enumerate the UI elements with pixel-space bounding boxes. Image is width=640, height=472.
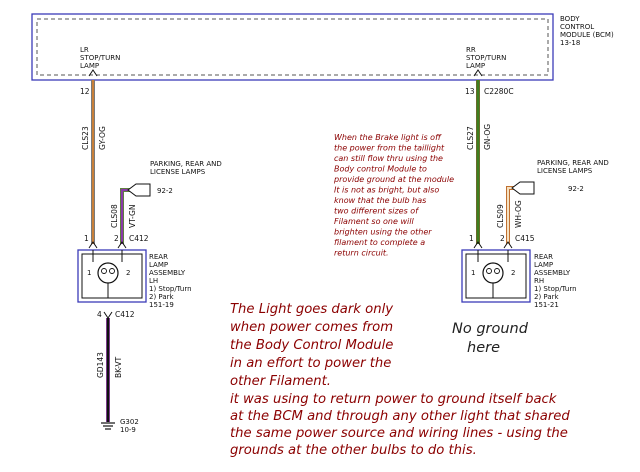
right-lamp-assembly-box [461,249,531,303]
right-wire-color: GN-OG [483,124,492,150]
left-bulb-pin-2: 2 [126,269,130,277]
bcm-module-box [31,13,554,81]
left-ground-circuit-code: GD143 [96,352,105,378]
right-park-feed-arrow [511,181,535,195]
right-connector-top: C2280C [484,87,514,96]
right-connector-pin-1: 1 [469,234,474,243]
left-bulb-filament-2 [109,268,115,274]
left-connector-pin-2: 2 [114,234,119,243]
right-bulb-pin-2: 2 [511,269,515,277]
right-connector-id: C415 [515,234,535,243]
left-connector-arrow-1 [88,241,98,249]
left-wire-color: GY-OG [98,126,107,150]
bcm-left-pin-arrow [88,69,98,77]
no-ground-note: No ground here [452,321,533,356]
right-connector-pin-2: 2 [500,234,505,243]
left-ground-connector: C412 [115,310,135,319]
left-bulb-icon [97,262,119,284]
bcm-module-inner-box [36,18,549,76]
bcm-left-output-label: LR STOP/TURN LAMP [80,46,123,70]
left-lamp-inner-box [81,253,143,299]
left-lamp-assembly-box [77,249,147,303]
left-bulb-pin-1: 1 [87,269,91,277]
left-park-feed-ref: 92-2 [157,187,173,195]
middle-note: When the Brake light is off the power fr… [333,133,457,258]
left-ground-point-label: G302 10-9 [120,418,141,434]
right-bulb-icon [482,262,504,284]
left-connector-arrow-2 [117,241,127,249]
ground-symbol-icon [101,422,115,430]
left-park-circuit-code: CLS08 [110,204,119,228]
right-bulb-pin-1: 1 [471,269,475,277]
right-bulb-filament-2 [494,268,500,274]
left-bulb-filament-1 [101,268,107,274]
left-park-feed-arrow [127,183,151,197]
left-pin-number: 12 [80,87,90,96]
left-park-feed-label: PARKING, REAR AND LICENSE LAMPS [150,160,224,176]
right-bulb-filament-1 [486,268,492,274]
left-connector-id: C412 [129,234,149,243]
right-lamp-inner-box [465,253,527,299]
right-park-feed-ref: 92-2 [568,185,584,193]
right-circuit-code: CLS27 [466,126,475,150]
right-park-circuit-code: CLS09 [496,204,505,228]
bcm-right-output-label: RR STOP/TURN LAMP [466,46,509,70]
right-park-feed-label: PARKING, REAR AND LICENSE LAMPS [537,159,611,175]
bcm-right-pin-arrow [473,69,483,77]
right-connector-arrow-2 [503,241,513,249]
left-circuit-code: CLS23 [81,126,90,150]
left-lamp-label: REAR LAMP ASSEMBLY LH 1) Stop/Turn 2) Pa… [149,253,194,309]
left-connector-pin-1: 1 [84,234,89,243]
right-park-wire-color: WH-OG [514,200,523,228]
bcm-title: BODY CONTROL MODULE (BCM) 13-18 [560,15,616,47]
left-ground-connector-arrow [103,311,113,319]
right-lamp-label: REAR LAMP ASSEMBLY RH 1) Stop/Turn 2) Pa… [534,253,579,309]
right-pin-number: 13 [465,87,475,96]
left-ground-pin: 4 [97,310,102,319]
bottom-note: The Light goes dark only when power come… [230,302,574,458]
left-park-wire-color: VT-GN [128,205,137,228]
right-connector-arrow-1 [473,241,483,249]
left-ground-wire-color: BK-VT [114,356,123,378]
